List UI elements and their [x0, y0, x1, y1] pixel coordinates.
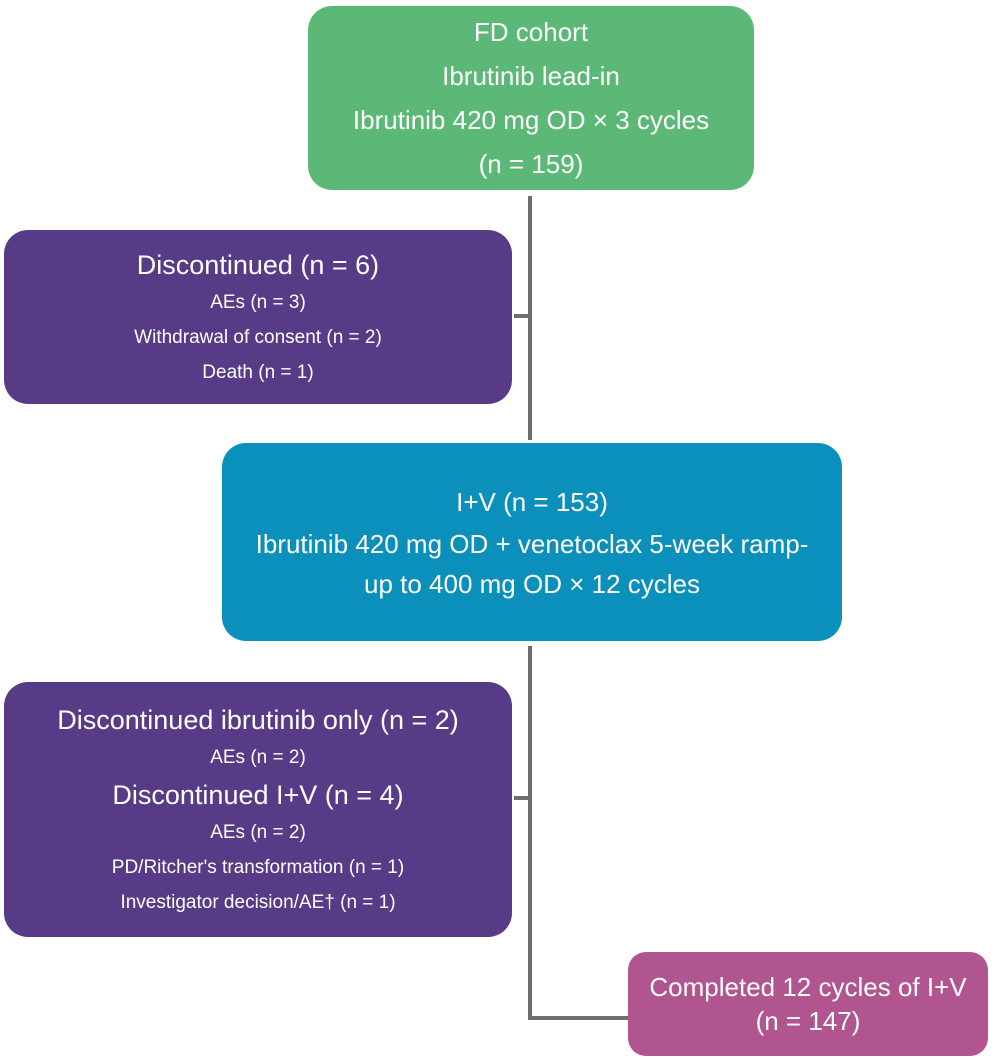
fd-cohort-label: FD cohort [473, 17, 589, 47]
lead-in-dose: Ibrutinib 420 mg OD × 3 cycles [352, 105, 710, 135]
iv-phase-title: I+V (n = 153) [456, 487, 608, 517]
connector-tick-discontinued-iv [514, 796, 530, 800]
discontinued-leadin-box: Discontinued (n = 6) AEs (n = 3) Withdra… [4, 230, 512, 404]
discontinued-leadin-title: Discontinued (n = 6) [136, 249, 380, 280]
discontinued-iv-title: Discontinued I+V (n = 4) [112, 779, 404, 810]
discontinued-iv-reason: PD/Ritcher's transformation (n = 1) [111, 856, 405, 878]
iv-phase-desc-line1: Ibrutinib 420 mg OD + venetoclax 5-week … [255, 529, 809, 559]
connector-cohort-to-iv [528, 196, 532, 440]
discontinued-leadin-reason: AEs (n = 3) [210, 291, 306, 313]
discontinued-leadin-reason: Death (n = 1) [202, 361, 314, 383]
discontinued-iv-box: Discontinued ibrutinib only (n = 2) AEs … [4, 682, 512, 937]
iv-phase-box: I+V (n = 153) Ibrutinib 420 mg OD + vene… [222, 443, 842, 641]
fd-cohort-box: FD cohort Ibrutinib lead-in Ibrutinib 42… [308, 6, 754, 190]
lead-in-label: Ibrutinib lead-in [442, 61, 620, 91]
discontinued-iv-reason: Investigator decision/AE† (n = 1) [120, 891, 396, 913]
discontinued-leadin-reason: Withdrawal of consent (n = 2) [134, 326, 382, 348]
completed-label: Completed 12 cycles of I+V [649, 972, 967, 1002]
completed-n: (n = 147) [755, 1006, 861, 1036]
connector-iv-to-completed [528, 646, 532, 1020]
connector-to-completed [528, 1016, 628, 1020]
connector-tick-discontinued-leadin [514, 314, 530, 318]
discontinued-iv-reason: AEs (n = 2) [210, 821, 306, 843]
discontinued-ibrutinib-only-title: Discontinued ibrutinib only (n = 2) [57, 704, 459, 735]
iv-phase-desc-line2: up to 400 mg OD × 12 cycles [363, 569, 700, 599]
discontinued-ibrutinib-only-reason: AEs (n = 2) [210, 746, 306, 768]
completed-box: Completed 12 cycles of I+V (n = 147) [628, 952, 988, 1056]
fd-cohort-n: (n = 159) [478, 149, 584, 179]
